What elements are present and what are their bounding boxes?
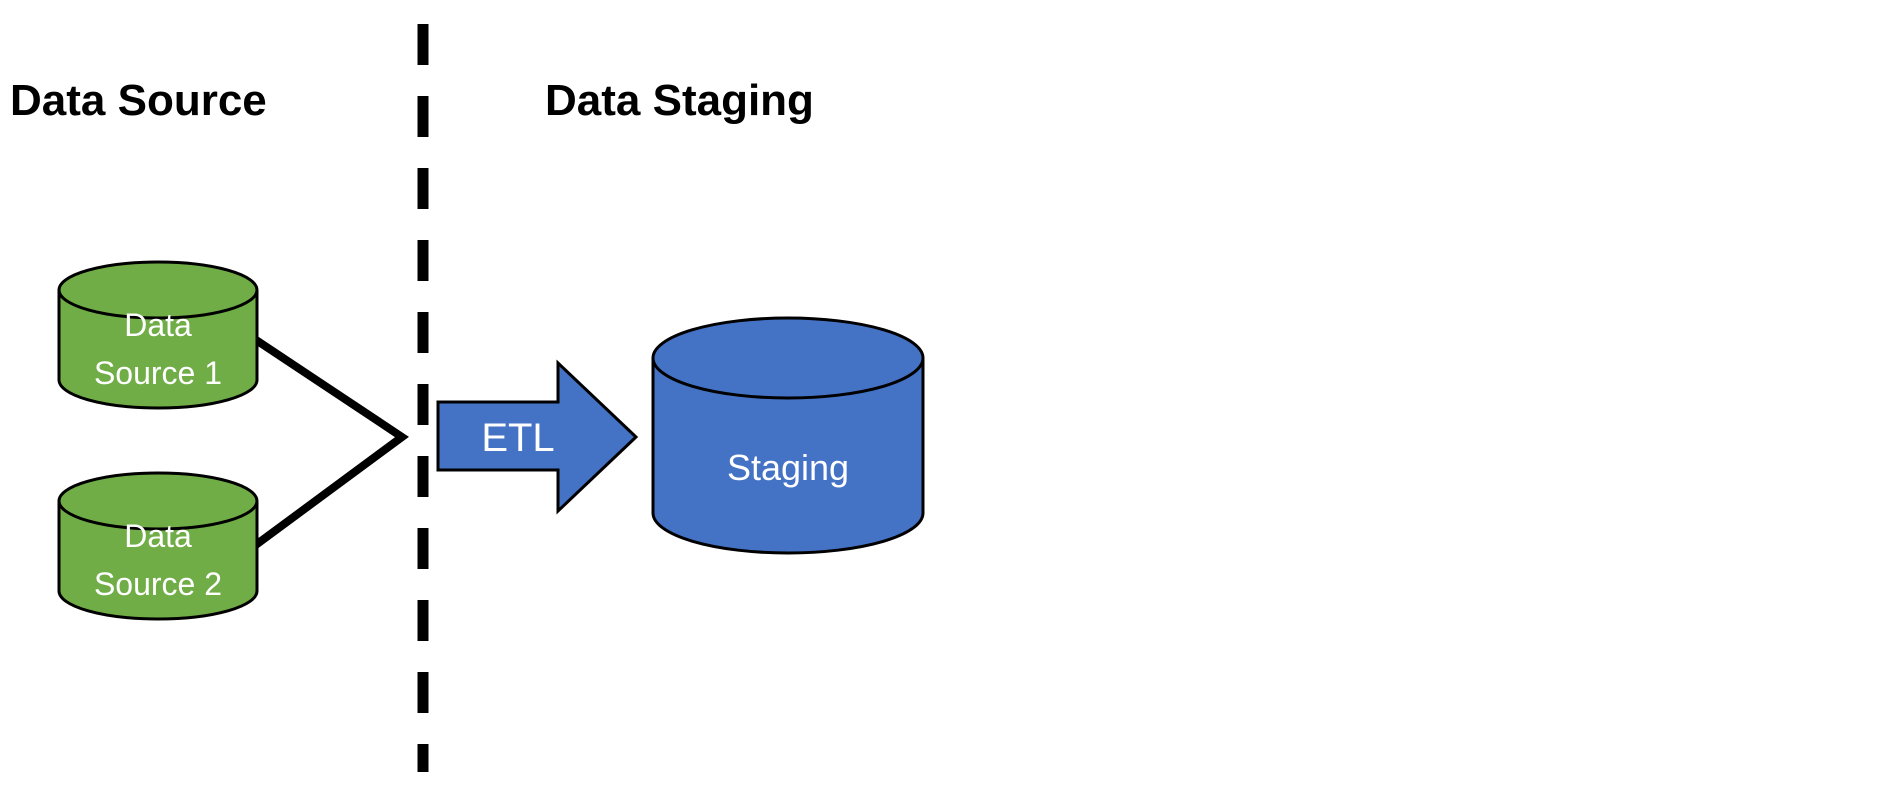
data-source-2-label-line1: Data — [124, 518, 192, 554]
data-source-1-cylinder: Data Source 1 — [57, 260, 259, 410]
data-source-1-label-line1: Data — [124, 307, 192, 343]
staging-cylinder: Staging — [651, 316, 925, 555]
data-source-2-label-line2: Source 2 — [94, 566, 222, 602]
data-source-2-cylinder: Data Source 2 — [57, 471, 259, 621]
cylinder-top-ellipse — [57, 471, 259, 531]
cylinder-top-ellipse — [651, 316, 925, 400]
staging-label: Staging — [727, 447, 849, 488]
merge-connector-lines — [250, 334, 409, 551]
section-title-data-source: Data Source — [10, 76, 267, 125]
data-source-1-label-line2: Source 1 — [94, 355, 222, 391]
etl-arrow-label: ETL — [481, 416, 554, 460]
cylinder-top-ellipse — [57, 260, 259, 320]
section-title-data-staging: Data Staging — [545, 76, 814, 125]
etl-arrow: ETL — [436, 359, 639, 515]
etl-arrow-shape — [436, 359, 639, 515]
